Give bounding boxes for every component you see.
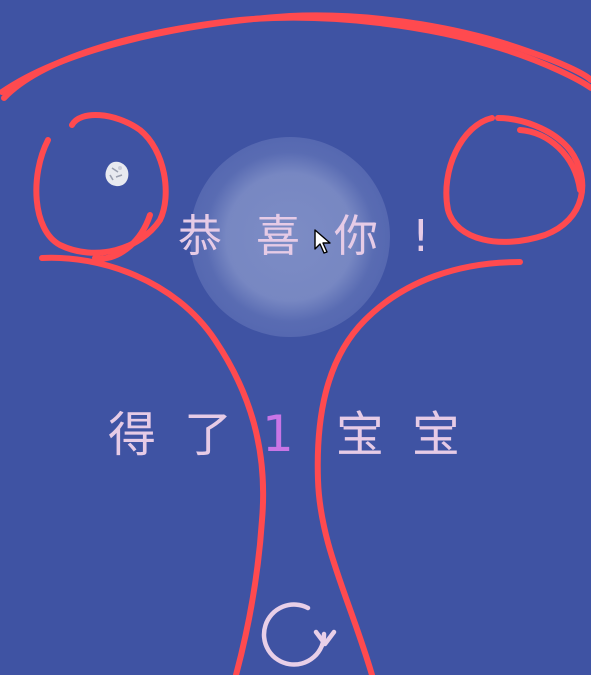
right-ring-stroke-2 [517, 127, 583, 193]
pebble-icon [105, 161, 129, 187]
congrats-text: 恭 喜 你 ! [178, 211, 440, 262]
right-ring-stroke [443, 115, 586, 245]
highlight-glow [190, 137, 390, 337]
top-arc-stroke-2 [0, 12, 591, 95]
restart-icon[interactable] [258, 598, 338, 675]
right-funnel-stroke [314, 259, 523, 675]
result-word-bao-2: 宝 [411, 407, 460, 463]
left-ring-stroke [33, 112, 169, 256]
result-word-bao-1: 宝 [335, 407, 384, 463]
mouse-cursor-icon [314, 229, 331, 254]
top-arc-stroke [1, 14, 591, 101]
result-word-de: 得 [108, 407, 157, 463]
left-funnel-stroke [39, 254, 267, 675]
result-word-le: 了 [184, 407, 233, 463]
result-count: 1 [262, 405, 294, 463]
left-ring-stroke-2 [92, 212, 153, 262]
